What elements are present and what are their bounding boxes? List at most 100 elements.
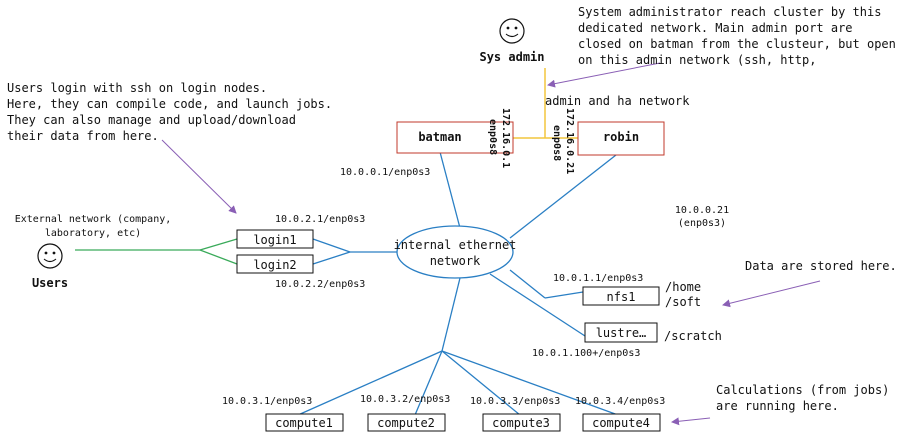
link-compute-trunk bbox=[441, 277, 461, 352]
internal-network-line: network bbox=[430, 254, 481, 268]
compute4-label: compute4 bbox=[592, 416, 650, 430]
compute2-label: compute2 bbox=[377, 416, 435, 430]
users-note: Users login with ssh on login nodes. Her… bbox=[7, 81, 332, 143]
internal-network-cloud: internal ethernet network bbox=[394, 225, 517, 279]
compute3-box bbox=[482, 413, 561, 432]
compute4-node: compute4 bbox=[582, 413, 661, 432]
annotation-arrows bbox=[161, 62, 821, 426]
link-batman bbox=[439, 151, 461, 229]
batman-label: batman bbox=[418, 130, 461, 144]
robin-internal-ip: 10.0.0.21 bbox=[675, 205, 729, 216]
link-compute4 bbox=[441, 350, 619, 416]
login1-node: login1 bbox=[236, 229, 314, 249]
compute2-box bbox=[367, 413, 446, 432]
lustre-address: 10.0.1.100+/enp0s3 bbox=[532, 348, 640, 359]
batman-box bbox=[396, 121, 514, 154]
batman-admin-ip: 172.16.0.1 bbox=[500, 108, 511, 168]
sysadmin-note-arrow bbox=[547, 62, 661, 88]
compute4-address: 10.0.3.4/enp0s3 bbox=[575, 396, 665, 407]
link-lustre bbox=[489, 273, 586, 337]
robin-admin-ip: 172.16.0.21 bbox=[564, 108, 575, 174]
robin-admin-iface: enp0s8 bbox=[551, 125, 562, 161]
login1-address: 10.0.2.1/enp0s3 bbox=[275, 214, 365, 225]
link-nfs-branch bbox=[509, 269, 546, 299]
external-network-label: External network (company, laboratory, e… bbox=[15, 214, 172, 239]
login1-label: login1 bbox=[253, 233, 296, 247]
sysadmin-note-line: closed on batman from the clusteur, but … bbox=[578, 37, 896, 51]
sysadmin-note-line: on this admin network (ssh, http, bbox=[578, 53, 816, 67]
robin-admin-address: 172.16.0.21 enp0s8 bbox=[551, 108, 575, 174]
nfs1-mount-home: /home bbox=[665, 280, 701, 294]
link-compute3 bbox=[441, 350, 521, 416]
sysadmin-note-line: System administrator reach cluster by th… bbox=[578, 5, 881, 19]
compute3-address: 10.0.3.3/enp0s3 bbox=[470, 396, 560, 407]
compute2-address: 10.0.3.2/enp0s3 bbox=[360, 394, 450, 405]
login2-address: 10.0.2.2/enp0s3 bbox=[275, 279, 365, 290]
robin-node: robin bbox=[577, 121, 665, 156]
storage-note: Data are stored here. bbox=[745, 259, 897, 273]
compute1-node: compute1 bbox=[265, 413, 344, 432]
users-note-line: their data from here. bbox=[7, 129, 159, 143]
external-link-login2 bbox=[199, 249, 238, 265]
compute-note: Calculations (from jobs) are running her… bbox=[716, 383, 889, 413]
internal-network-line: internal ethernet bbox=[394, 238, 517, 252]
users-actor: Users bbox=[32, 243, 68, 290]
batman-node: batman bbox=[396, 121, 514, 154]
admin-network-label: admin and ha network bbox=[545, 94, 690, 108]
lustre-mount-scratch: /scratch bbox=[664, 329, 722, 343]
sysadmin-smiley-icon bbox=[499, 18, 525, 44]
link-robin bbox=[509, 154, 617, 239]
external-network-links bbox=[75, 238, 238, 265]
compute4-box bbox=[582, 413, 661, 432]
lustre-box bbox=[584, 322, 658, 343]
nfs1-address: 10.0.1.1/enp0s3 bbox=[553, 273, 643, 284]
compute-note-line: are running here. bbox=[716, 399, 839, 413]
nfs1-node: nfs1 bbox=[582, 286, 660, 306]
users-note-arrow bbox=[161, 139, 237, 214]
compute3-label: compute3 bbox=[492, 416, 550, 430]
login2-node: login2 bbox=[236, 254, 314, 274]
link-login2 bbox=[312, 251, 351, 265]
login2-label: login2 bbox=[253, 258, 296, 272]
users-note-line: Here, they can compile code, and launch … bbox=[7, 97, 332, 111]
lustre-label: lustre… bbox=[596, 326, 647, 340]
external-network-line: laboratory, etc) bbox=[45, 228, 141, 239]
admin-network-links bbox=[513, 68, 578, 139]
link-nfs1 bbox=[544, 291, 584, 299]
external-network-line: External network (company, bbox=[15, 214, 172, 225]
users-note-line: They can also manage and upload/download bbox=[7, 113, 296, 127]
nfs1-mount-soft: /soft bbox=[665, 295, 701, 309]
batman-admin-iface: enp0s8 bbox=[487, 119, 498, 155]
sysadmin-actor: Sys admin bbox=[479, 18, 545, 64]
nfs1-box bbox=[582, 286, 660, 306]
compute3-node: compute3 bbox=[482, 413, 561, 432]
external-link-login1 bbox=[199, 238, 238, 251]
internal-network-ellipse bbox=[396, 225, 514, 279]
lustre-node: lustre… bbox=[584, 322, 658, 343]
robin-box bbox=[577, 121, 665, 156]
users-smiley-icon bbox=[37, 243, 63, 269]
compute-note-line: Calculations (from jobs) bbox=[716, 383, 889, 397]
compute1-address: 10.0.3.1/enp0s3 bbox=[222, 396, 312, 407]
compute-note-arrow bbox=[671, 417, 711, 426]
storage-note-arrow bbox=[722, 280, 821, 308]
link-compute1 bbox=[297, 350, 443, 416]
link-compute2 bbox=[414, 350, 443, 416]
compute2-node: compute2 bbox=[367, 413, 446, 432]
compute1-box bbox=[265, 413, 344, 432]
sysadmin-note-line: dedicated network. Main admin port are bbox=[578, 21, 853, 35]
link-login1 bbox=[312, 238, 351, 253]
internal-network-links bbox=[297, 151, 619, 416]
sysadmin-note: System administrator reach cluster by th… bbox=[578, 5, 896, 67]
sysadmin-label: Sys admin bbox=[479, 50, 544, 64]
users-label: Users bbox=[32, 276, 68, 290]
robin-label: robin bbox=[603, 130, 639, 144]
users-note-line: Users login with ssh on login nodes. bbox=[7, 81, 267, 95]
nfs1-label: nfs1 bbox=[607, 290, 636, 304]
login2-box bbox=[236, 254, 314, 274]
batman-admin-address: 172.16.0.1 enp0s8 bbox=[487, 108, 511, 168]
robin-internal-iface: (enp0s3) bbox=[678, 218, 726, 229]
login1-box bbox=[236, 229, 314, 249]
